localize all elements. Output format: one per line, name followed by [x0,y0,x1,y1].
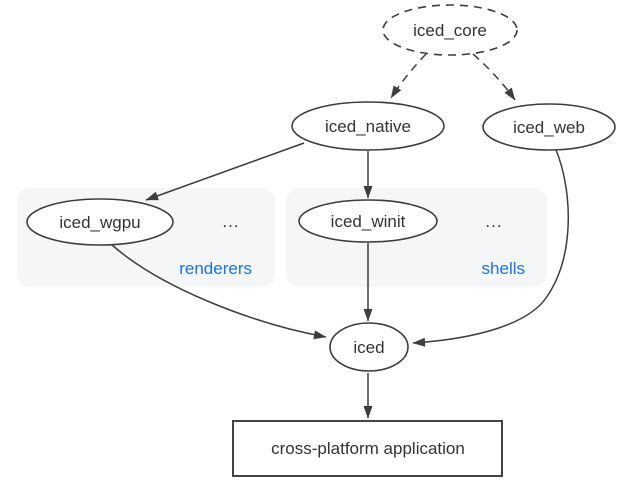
group-renderers-label: renderers [179,259,252,278]
node-iced-wgpu-label: iced_wgpu [59,213,140,232]
renderers-ellipsis: ... [222,212,239,231]
edge-iced-wgpu-to-iced [111,244,327,340]
edge-iced-core-to-iced-native [390,53,427,99]
node-application-rect [232,420,503,477]
group-shells-label: shells [482,259,525,278]
node-iced-web-ellipse [482,103,616,151]
edge-iced-core-to-iced-web [472,53,516,101]
node-iced-web-label: iced_web [513,118,585,137]
shells-ellipsis: ... [485,212,502,231]
edge-iced-web-to-iced [412,149,570,347]
edge-iced-native-to-iced-wgpu [145,142,305,201]
node-application-label: cross-platform application [271,439,465,458]
node-iced-core-label: iced_core [413,21,487,40]
node-iced-core-ellipse [382,4,518,56]
node-iced-ellipse [329,322,409,372]
node-iced-winit-label: iced_winit [331,212,406,231]
node-iced-native-ellipse [291,101,445,151]
node-iced-native-label: iced_native [325,117,411,136]
node-iced-winit-ellipse [298,199,438,243]
node-iced-wgpu-ellipse [26,198,174,246]
node-iced-label: iced [353,338,384,357]
